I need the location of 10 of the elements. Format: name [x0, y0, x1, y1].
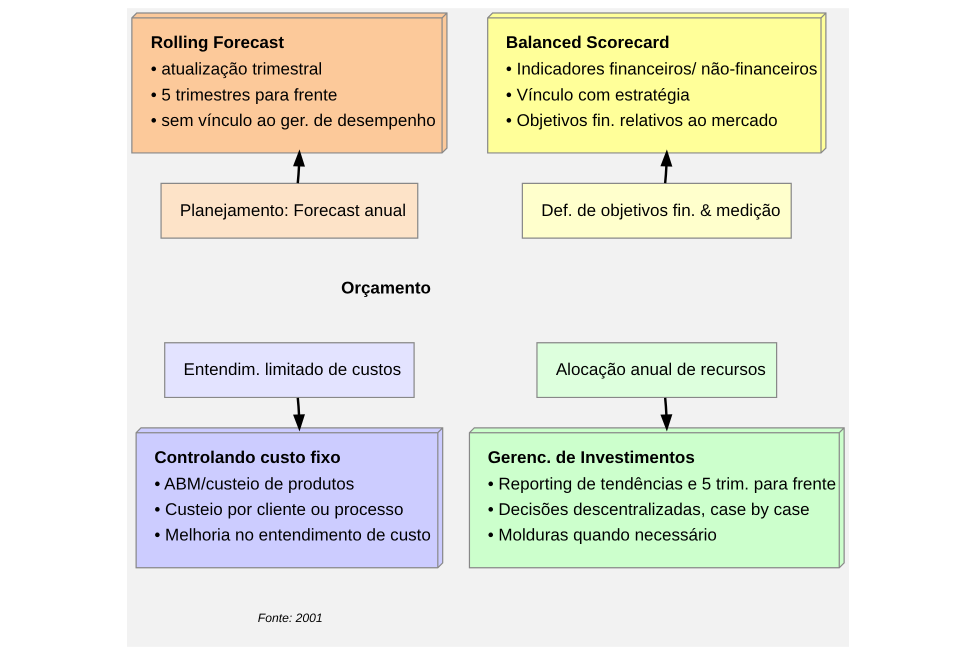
node-box: Planejamento: Forecast anual	[160, 182, 418, 239]
arrow	[293, 398, 305, 432]
arrow	[293, 149, 305, 184]
arrow	[660, 149, 672, 184]
label: Fonte: 2001	[258, 610, 323, 625]
node-box: Entendim. limitado de custos	[164, 342, 415, 398]
label: Orçamento	[341, 278, 431, 298]
node-box: Def. de objetivos fin. & medição	[522, 182, 792, 239]
node-box: Alocação anual de recursos	[536, 342, 778, 398]
arrow	[660, 398, 672, 432]
